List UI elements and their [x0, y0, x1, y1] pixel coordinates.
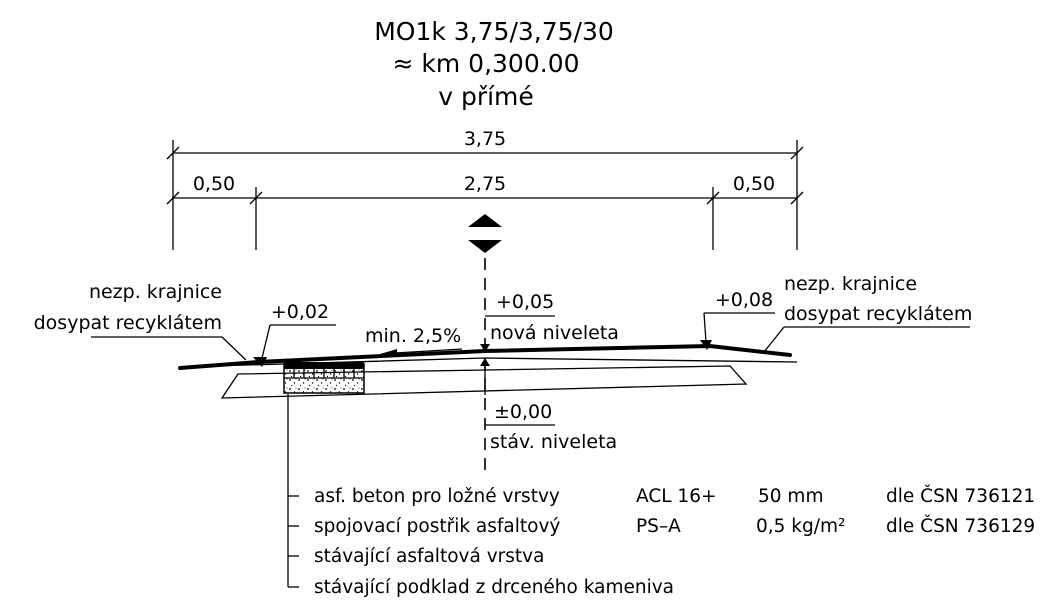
alignment-note: v přímé — [438, 82, 534, 111]
center-existing-label: stáv. niveleta — [490, 431, 617, 453]
tick-mark — [790, 146, 804, 160]
left-annotations: nezp. krajnice dosypat recyklátem +0,02 — [34, 281, 336, 367]
tick-mark — [706, 191, 720, 205]
axis-symbol — [468, 214, 502, 253]
legend-item-amount: 50 mm — [758, 486, 823, 507]
header: MO1k 3,75/3,75/30 ≈ km 0,300.00 v přímé — [374, 17, 614, 111]
station-km: ≈ km 0,300.00 — [393, 49, 580, 78]
right-level-leader — [703, 312, 707, 343]
axis-triangle-up-icon — [468, 214, 502, 227]
dimension-lines: 3,75 0,50 2,75 0,50 — [166, 128, 804, 250]
dim-lane-label: 2,75 — [464, 173, 506, 195]
road-section — [178, 343, 798, 399]
dim-shoulder-left-label: 0,50 — [193, 173, 235, 195]
center-existing-level: ±0,00 — [494, 401, 552, 423]
left-leader-line — [221, 336, 247, 361]
existing-base-layer — [220, 365, 748, 399]
legend-item-text: spojovací postřik asfaltový — [314, 516, 560, 537]
left-edge-note-1: nezp. krajnice — [89, 281, 222, 303]
legend-item-norm: dle ČSN 736129 — [886, 515, 1035, 537]
layer-legend: asf. beton pro ložné vrstvy ACL 16+ 50 m… — [287, 394, 1035, 598]
right-annotations: +0,08 nezp. krajnice dosypat recyklátem — [700, 273, 972, 353]
section-code: MO1k 3,75/3,75/30 — [374, 17, 614, 46]
right-edge-note-2: dosypat recyklátem — [784, 303, 972, 325]
right-level-arrow-icon — [700, 340, 712, 350]
tick-mark — [790, 191, 804, 205]
center-new-arrow-icon — [480, 344, 490, 352]
legend-item-code: PS–A — [636, 516, 681, 537]
right-edge-note-1: nezp. krajnice — [784, 273, 917, 295]
legend-item-text: asf. beton pro ložné vrstvy — [314, 486, 560, 507]
tick-mark — [166, 191, 180, 205]
legend-item-norm: dle ČSN 736121 — [886, 485, 1035, 507]
dim-shoulder-right-label: 0,50 — [733, 173, 775, 195]
left-level-leader — [261, 324, 271, 359]
legend-item-text: stávající asfaltová vrstva — [314, 546, 544, 567]
dim-total-label: 3,75 — [464, 128, 506, 150]
slope-arrow-line — [394, 348, 463, 354]
left-edge-note-2: dosypat recyklátem — [34, 312, 222, 334]
legend-item-code: ACL 16+ — [636, 486, 716, 507]
tick-mark — [166, 146, 180, 160]
slope-annotation: min. 2,5% — [365, 325, 463, 357]
left-level-label: +0,02 — [271, 301, 329, 323]
widening-hatching — [284, 369, 364, 379]
legend-item-text: stávající podklad z drceného kameniva — [314, 577, 674, 598]
slope-label: min. 2,5% — [365, 325, 461, 347]
right-leader-line — [763, 326, 785, 353]
center-new-label: nová niveleta — [490, 322, 619, 344]
left-level-arrow-icon — [253, 357, 267, 367]
slope-arrow-icon — [380, 349, 397, 357]
center-annotations: +0,05 nová niveleta ±0,00 stáv. niveleta — [480, 291, 619, 453]
legend-item-amount: 0,5 kg/m² — [756, 516, 845, 537]
axis-triangle-down-icon — [468, 240, 502, 253]
tick-mark — [249, 191, 263, 205]
right-level-label: +0,08 — [715, 289, 773, 311]
center-new-level: +0,05 — [496, 291, 554, 313]
widening-asphalt-layer — [284, 362, 364, 369]
